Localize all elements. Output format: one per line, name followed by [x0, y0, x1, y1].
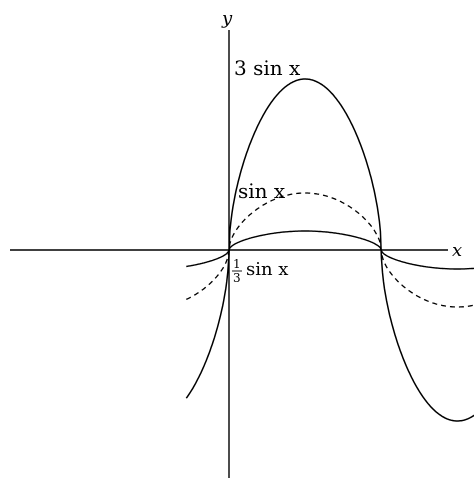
series-3sinx-label: 3 sin x	[234, 56, 301, 80]
fraction-denominator: 3	[233, 271, 241, 285]
series-third-sinx-curve	[186, 230, 474, 270]
y-axis-label: y	[221, 8, 233, 29]
series-sinx-curve	[186, 192, 474, 308]
x-axis-label: x	[452, 240, 462, 261]
series-third-sinx-label: 1 3 sin x	[232, 257, 288, 285]
fraction-numerator: 1	[233, 257, 241, 271]
series-sinx-label: sin x	[238, 179, 286, 203]
series-third-sinx-label-text: sin x	[246, 259, 288, 280]
series-3sinx-curve	[185, 78, 474, 422]
